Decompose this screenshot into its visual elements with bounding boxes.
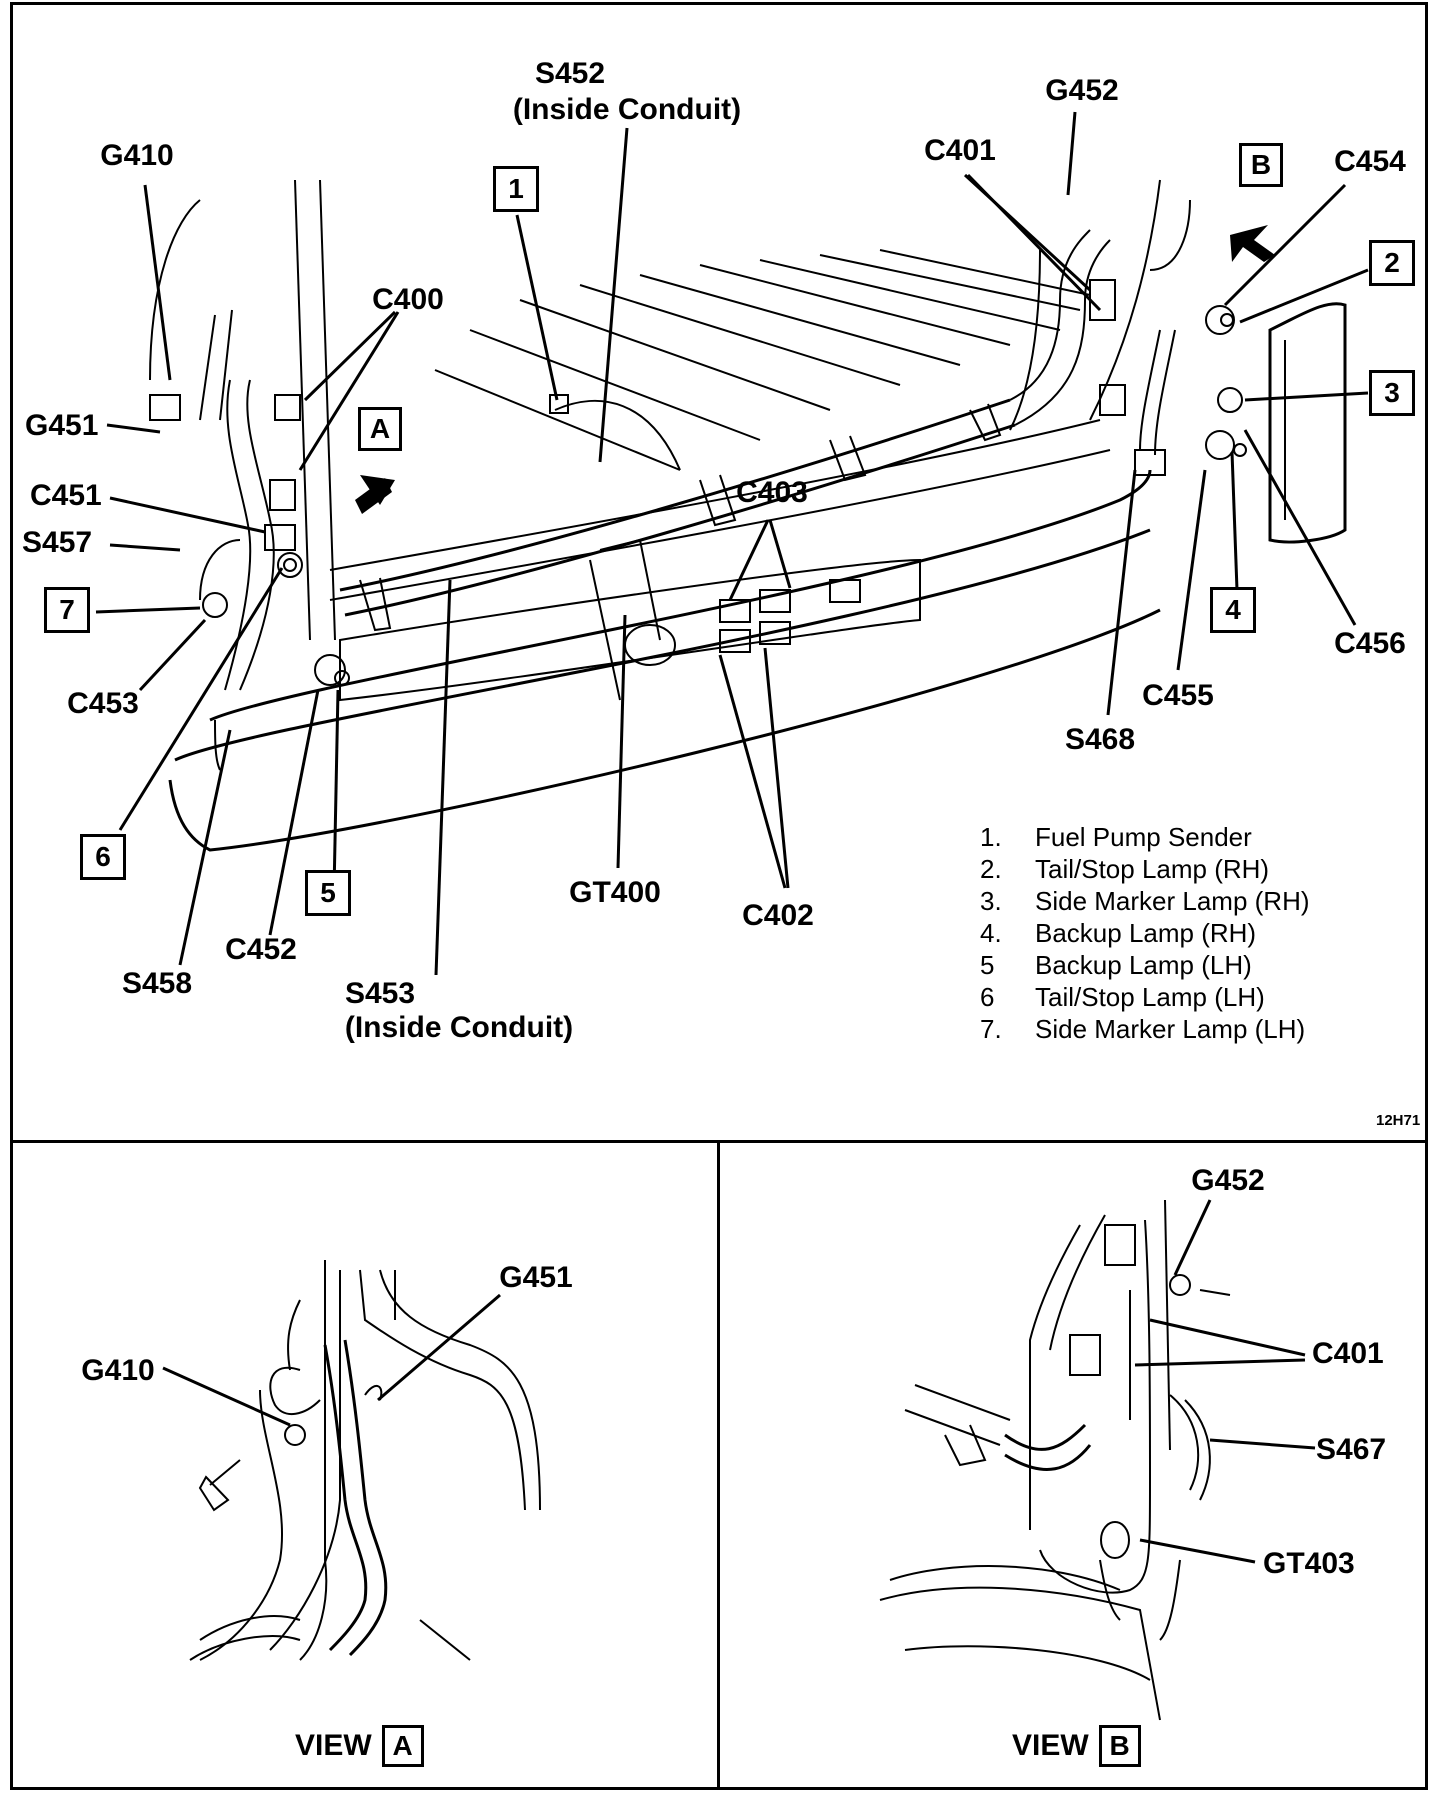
truck-bed-outline [149,179,1191,641]
callout-c451: C451 [30,479,102,512]
callout-s453-note: (Inside Conduit) [344,1011,574,1044]
view-b-title-text: VIEW [1012,1729,1089,1762]
callout-s453: S453 [344,977,416,1010]
callout-g452: G452 [1045,74,1119,107]
callout-c401: C401 [924,134,996,167]
view-a-title-box: A [381,1725,424,1767]
callout-g410: G410 [100,139,174,172]
figure-id: 12H71 [1376,1112,1421,1129]
callout-c456: C456 [1334,627,1406,660]
view-b-illustration [879,1199,1316,1721]
view-a-callout-g451: G451 [499,1261,573,1294]
callout-g451: G451 [25,409,99,442]
view-a-title: VIEW A [295,1725,424,1767]
vertical-divider [717,1140,720,1790]
component-box-4: 4 [1210,587,1256,633]
component-box-7: 7 [44,587,90,633]
callout-c403: C403 [736,476,808,509]
callout-s468: S468 [1064,723,1136,756]
connectors [149,279,1347,686]
callout-s457: S457 [22,526,93,559]
legend-item: 3.Side Marker Lamp (RH) [980,886,1310,916]
legend-item: 7.Side Marker Lamp (LH) [980,1014,1306,1044]
component-box-5: 5 [305,870,351,916]
callout-c402: C402 [742,899,814,932]
callout-gt400: GT400 [569,876,661,909]
component-box-3: 3 [1369,370,1415,416]
view-a-illustration [162,1260,541,1661]
callout-s452-note: (Inside Conduit) [512,93,742,126]
callout-s452: S452 [534,57,606,90]
callout-c453: C453 [67,687,139,720]
view-a-marker: A [358,407,402,451]
callout-s458: S458 [121,967,193,1000]
view-b-callout-gt403: GT403 [1263,1547,1355,1580]
legend-item: 4.Backup Lamp (RH) [980,918,1257,948]
view-a-callout-g410: G410 [81,1354,155,1387]
callout-c455: C455 [1142,679,1214,712]
view-b-title: VIEW B [1012,1725,1141,1767]
leader-lines [95,111,1369,976]
component-box-1: 1 [493,166,539,212]
callout-c454: C454 [1334,145,1406,178]
rear-bumper [168,419,1161,852]
view-b-arrow [1230,225,1275,262]
view-b-marker: B [1239,143,1283,187]
view-b-callout-s467: S467 [1316,1433,1387,1466]
wiring-conduit [199,229,1176,691]
view-a-arrow [355,478,392,514]
view-a-title-text: VIEW [295,1729,372,1762]
callout-c452: C452 [225,933,297,966]
callout-c400: C400 [372,283,444,316]
component-box-2: 2 [1369,240,1415,286]
component-box-6: 6 [80,834,126,880]
view-b-title-box: B [1098,1725,1141,1767]
view-b-callout-g452: G452 [1191,1164,1265,1197]
view-b-callout-c401: C401 [1312,1337,1384,1370]
legend-item: 1.Fuel Pump Sender [980,822,1252,852]
legend-item: 2.Tail/Stop Lamp (RH) [980,854,1270,884]
